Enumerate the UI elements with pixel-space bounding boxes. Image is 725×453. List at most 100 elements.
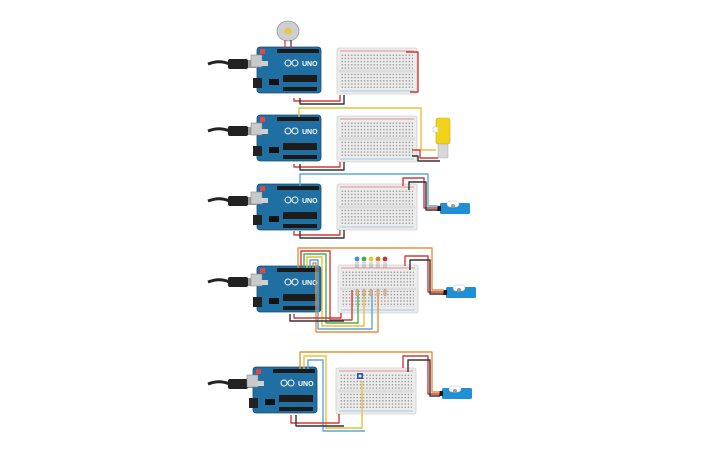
logo-ring-right (287, 379, 295, 387)
wire-servo-power (404, 255, 444, 293)
board-label: UNO (298, 381, 314, 388)
wire-servo-power (402, 355, 440, 395)
potentiometer-icon (357, 373, 363, 379)
usb-plug (228, 196, 248, 206)
servo-shaft (453, 389, 457, 393)
logo-ring-right (291, 278, 299, 286)
gear-motor-icon (432, 117, 451, 159)
circuit-dc-motor: UNO (207, 20, 419, 105)
resistor-body (355, 288, 359, 297)
microcontroller-chip (283, 294, 317, 301)
wire-rail-jumper (406, 51, 419, 93)
arduino-uno-board: UNO (246, 366, 318, 414)
led-dome (368, 256, 374, 262)
logo-ring-right (291, 127, 299, 135)
hole-grid-bottom (341, 73, 413, 88)
analog-header (279, 407, 313, 411)
wire-5v (290, 414, 340, 424)
analog-header (283, 224, 317, 228)
wire-signal (299, 173, 438, 207)
arduino-logo-icon (284, 127, 299, 135)
led-dome (361, 256, 367, 262)
resistor-icon (355, 288, 359, 297)
board-body (256, 183, 322, 231)
usb-cable (207, 277, 256, 287)
led-icon (375, 256, 381, 268)
arduino-logo-icon (280, 379, 295, 387)
wire-pot-signal (303, 355, 363, 429)
regulator (269, 216, 279, 222)
hole-grid-top (341, 190, 413, 205)
arduino-uno-board: UNO (250, 265, 322, 313)
microcontroller-chip (283, 143, 317, 150)
hole-grid-top (341, 54, 413, 69)
power-jack (253, 146, 262, 156)
crystal (261, 61, 268, 66)
wire-servo-gnd (408, 181, 438, 211)
board-label: UNO (302, 129, 318, 136)
gear-motor-shaft (432, 126, 439, 133)
wire-5v (293, 162, 341, 168)
hole-grid-top (341, 122, 413, 137)
microcontroller-chip (283, 75, 317, 82)
hole-grid-bottom (341, 141, 413, 156)
wire-servo-power (402, 177, 438, 209)
resistor-icon (369, 288, 373, 297)
reset-button (256, 369, 261, 374)
wire-led-blue (309, 259, 373, 330)
breadboard (336, 115, 418, 163)
wire-servo-signal (297, 247, 444, 291)
wire-gnd (299, 95, 345, 105)
servo-connector (443, 290, 447, 295)
breadboard (336, 47, 418, 95)
board-label: UNO (302, 61, 318, 68)
wire-led-yellow (306, 256, 365, 327)
board-body (256, 265, 322, 313)
logo-ring-left (280, 379, 288, 387)
hole-grid-top (340, 374, 412, 389)
usb-cable (207, 59, 256, 69)
power-jack (253, 297, 262, 307)
center-channel (338, 389, 414, 393)
usb-plug (228, 59, 248, 69)
wire-5v (293, 313, 342, 319)
board-body (252, 366, 318, 414)
board-label: UNO (302, 280, 318, 287)
usb-port (250, 54, 263, 68)
led-icon (382, 256, 388, 268)
arduino-uno-board: UNO (250, 183, 322, 231)
dc-motor-icon (276, 20, 300, 48)
board-body (256, 46, 322, 94)
wire-led-green (303, 253, 359, 324)
reset-button (260, 49, 265, 54)
gear-motor-can (437, 143, 449, 159)
usb-plug (228, 277, 248, 287)
resistor-icon (362, 288, 366, 297)
crystal (261, 129, 268, 134)
arduino-logo-icon (284, 59, 299, 67)
usb-cable (207, 126, 256, 136)
logo-ring-left (284, 127, 292, 135)
regulator (269, 298, 279, 304)
servo-shaft (451, 204, 455, 208)
usb-port (250, 191, 263, 205)
led-icon (368, 256, 374, 268)
wire-gnd (299, 230, 345, 239)
regulator (265, 399, 275, 405)
wire-servo-gnd (407, 359, 440, 397)
hole-grid-bottom (340, 393, 412, 408)
usb-port (250, 122, 263, 136)
servo-shaft (457, 288, 461, 292)
power-jack (253, 78, 262, 88)
wire-motor-gnd (412, 155, 440, 162)
regulator (269, 79, 279, 85)
resistor-body (362, 288, 366, 297)
digital-header (277, 117, 319, 121)
usb-cord (207, 197, 231, 203)
usb-cable (207, 196, 256, 206)
led-icon (361, 256, 367, 268)
digital-header (277, 268, 319, 272)
wire-5v (293, 230, 341, 236)
usb-plug (228, 379, 248, 389)
